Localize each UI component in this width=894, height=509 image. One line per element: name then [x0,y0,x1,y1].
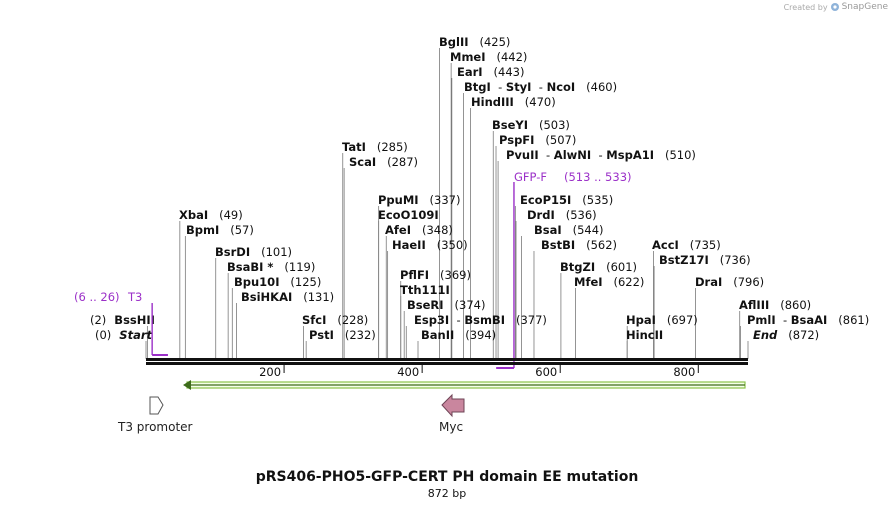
site-label-sfci[interactable]: SfcI (228) [302,313,368,327]
scale-tick-label: 800 [673,365,695,379]
t3-primer-range: (6 .. 26) [74,290,120,304]
feature-label-myc: Myc [439,420,464,434]
site-labels: BglII (425)MmeI (442)EarI (443)BtgI - St… [90,35,869,342]
site-label-psti[interactable]: PstI (232) [309,328,376,342]
site-label-afliii[interactable]: AflIII (860) [739,298,811,312]
scale-tick-label: 200 [259,365,281,379]
scale-tick-label: 600 [535,365,557,379]
gfp-f-primer-range: (513 .. 533) [564,170,632,184]
site-label-hpai[interactable]: HpaI (697) [626,313,698,327]
site-label-bglii[interactable]: BglII (425) [439,35,510,49]
site-label-eari[interactable]: EarI (443) [457,65,524,79]
site-label-bpu10i[interactable]: Bpu10I (125) [234,275,321,289]
site-label-ecoo109i[interactable]: EcoO109I [378,208,439,222]
site-label-bseri[interactable]: BseRI (374) [407,298,485,312]
scale-ticks: 200 400 600 800 [259,365,699,379]
site-label-ppumi[interactable]: PpuMI (337) [378,193,460,207]
site-label-hindiii[interactable]: HindIII (470) [471,95,556,109]
site-label-haeii[interactable]: HaeII (350) [392,238,468,252]
sequence-length: 872 bp [427,487,467,500]
site-label-pflfi[interactable]: PflFI (369) [400,268,471,282]
credit-brand: SnapGene [841,2,888,12]
site-label-bsai[interactable]: BsaI (544) [534,223,604,237]
site-label-drdi[interactable]: DrdI (536) [527,208,597,222]
site-label-afei[interactable]: AfeI (348) [385,223,453,237]
site-label-start[interactable]: (0) Start [95,328,153,342]
site-label-btgzi[interactable]: BtgZI (601) [560,260,637,274]
site-label-bsihkai[interactable]: BsiHKAI (131) [241,290,334,304]
credit-created-by: Created by [783,2,828,12]
site-label-banii[interactable]: BanII (394) [421,328,496,342]
site-label-btgi[interactable]: BtgI - StyI - NcoI (460) [464,80,617,94]
scale-tick-label: 400 [397,365,419,379]
site-label-tth111i[interactable]: Tth111I [400,283,450,297]
site-label-bseyi[interactable]: BseYI (503) [492,118,570,132]
site-label-scai[interactable]: ScaI (287) [349,155,418,169]
site-label-pmli[interactable]: PmlI - BsaAI (861) [747,313,869,327]
site-label-acci[interactable]: AccI (735) [652,238,721,252]
promoter-arrow-icon[interactable] [149,396,164,415]
site-label-tati[interactable]: TatI (285) [342,140,408,154]
myc-arrow-icon[interactable] [441,393,465,418]
gfp-f-primer-name[interactable]: GFP-F [514,170,547,184]
site-label-mmei[interactable]: MmeI (442) [450,50,527,64]
map-title: pRS406-PHO5-GFP-CERT PH domain EE mutati… [255,469,639,485]
site-label-hincii[interactable]: HincII [626,328,663,342]
site-label-bstbi[interactable]: BstBI (562) [541,238,617,252]
site-label-bsabi[interactable]: BsaBI * (119) [227,260,315,274]
snapgene-logo-icon [830,3,839,11]
feature-icons[interactable] [149,393,465,418]
site-label-xbai[interactable]: XbaI (49) [179,208,243,222]
orf-arrow-head-icon [183,380,191,390]
site-label-pspfi[interactable]: PspFI (507) [499,133,576,147]
dna-backbone [146,358,748,365]
primer-layer: (6 .. 26) T3 GFP-F (513 .. 533) [74,170,632,369]
site-label-esp3i[interactable]: Esp3I - BsmBI (377) [414,313,547,327]
site-label-ecop15i[interactable]: EcoP15I (535) [520,193,613,207]
feature-label-t3-promoter: T3 promoter [118,420,193,434]
orf-arrow[interactable] [183,380,746,390]
site-label-bsrdi[interactable]: BsrDI (101) [215,245,292,259]
site-label-bsshii[interactable]: (2) BssHII [90,313,155,327]
site-label-drai[interactable]: DraI (796) [695,275,764,289]
snapgene-credit: Created by SnapGene [784,2,888,12]
site-leader-lines [145,48,749,359]
site-label-end[interactable]: End (872) [753,328,819,342]
site-label-bstz17i[interactable]: BstZ17I (736) [659,253,751,267]
site-label-mfei[interactable]: MfeI (622) [574,275,644,289]
site-label-bpmi[interactable]: BpmI (57) [186,223,254,237]
t3-primer-name[interactable]: T3 [127,290,142,304]
site-label-pvuii[interactable]: PvuII - AlwNI - MspA1I (510) [506,148,696,162]
